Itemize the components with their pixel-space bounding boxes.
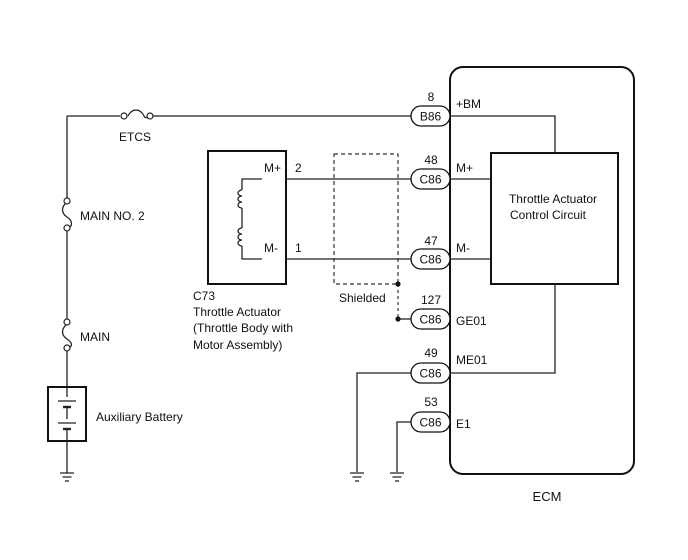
connector-pill [410, 248, 451, 270]
terminal-b86-8: 8 B86 +BM [410, 90, 481, 127]
actuator-pin-minus-num: 1 [295, 241, 302, 255]
shield-outline [333, 153, 399, 285]
etcs-fuse-end [146, 112, 154, 120]
connector-code: C86 [419, 416, 441, 430]
ground-icon [390, 472, 404, 482]
ground-icon [350, 472, 364, 482]
actuator-name-1: Throttle Actuator [193, 305, 281, 319]
terminal-pin: 47 [424, 234, 438, 248]
main-fuse-end [63, 344, 71, 352]
terminal-c86-47: 47 C86 M- [410, 234, 470, 270]
terminal-pin: 127 [421, 293, 441, 307]
terminal-c86-48: 48 C86 M+ [410, 153, 473, 190]
terminal-pin: 49 [424, 346, 438, 360]
actuator-pin-plus-num: 2 [295, 161, 302, 175]
main-no2-fuse-icon [63, 197, 71, 205]
wiring [61, 109, 556, 473]
terminal-pin: 48 [424, 153, 438, 167]
actuator-code: C73 [193, 289, 215, 303]
actuator-name-2: (Throttle Body with [193, 321, 293, 335]
main-fuse-icon [63, 318, 71, 326]
etcs-fuse-icon [120, 112, 128, 120]
actuator-pin-minus-label: M- [264, 241, 278, 255]
actuator-name-3: Motor Assembly) [193, 338, 282, 352]
connector-code: C86 [419, 313, 441, 327]
ecm-box [449, 66, 635, 475]
connector-pill [410, 308, 451, 330]
connector-pill [410, 168, 451, 190]
connector-pill [410, 105, 451, 127]
actuator-pin-plus-label: M+ [264, 161, 281, 175]
terminal-signal: ME01 [456, 353, 488, 367]
terminal-c86-127: 127 C86 GE01 [410, 293, 487, 330]
throttle-actuator-box [207, 150, 287, 285]
connector-pill [410, 411, 451, 433]
connector-pill [410, 362, 451, 384]
main-no2-fuse-end [63, 224, 71, 232]
shield-joint-dot [395, 281, 401, 287]
terminal-pin: 53 [424, 395, 438, 409]
terminal-signal: E1 [456, 417, 471, 431]
connector-code: B86 [420, 110, 442, 124]
terminal-c86-49: 49 C86 ME01 [410, 346, 488, 384]
motor-coil-icon [237, 178, 262, 260]
connector-code: C86 [419, 253, 441, 267]
battery-label: Auxiliary Battery [96, 410, 183, 424]
terminal-signal: M- [456, 241, 470, 255]
terminal-signal: +BM [456, 97, 481, 111]
battery-icon [58, 387, 76, 441]
ground-icon [60, 472, 74, 482]
etcs-fuse-label: ETCS [119, 130, 151, 144]
terminal-pin: 8 [428, 90, 435, 104]
terminal-signal: GE01 [456, 314, 487, 328]
connector-code: C86 [419, 367, 441, 381]
shield-label: Shielded [339, 291, 386, 305]
control-circuit-label-2: Control Circuit [510, 208, 587, 222]
connector-code: C86 [419, 173, 441, 187]
terminal-signal: M+ [456, 161, 473, 175]
main-no2-fuse-label: MAIN NO. 2 [80, 209, 145, 223]
main-fuse-label: MAIN [80, 330, 110, 344]
control-circuit-label-1: Throttle Actuator [509, 192, 597, 206]
ecm-label: ECM [533, 489, 562, 504]
terminal-c86-53: 53 C86 E1 [410, 395, 471, 433]
